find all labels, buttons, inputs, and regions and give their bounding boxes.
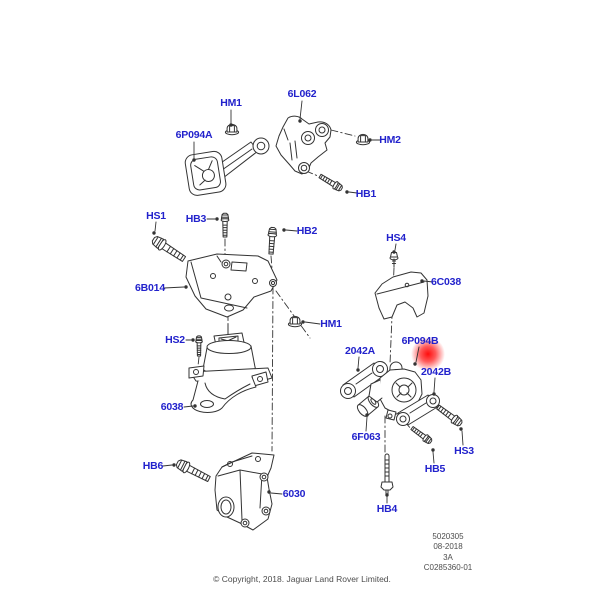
drawing-part-6p094a-torque-rod bbox=[184, 138, 269, 197]
callout-hs1[interactable]: HS1 bbox=[146, 210, 166, 222]
callout-hm1-top[interactable]: HM1 bbox=[220, 97, 242, 109]
drawing-reference-block: 5020305 08-2018 3A C0285360-01 bbox=[424, 532, 472, 574]
drawing-bolt-hb3 bbox=[220, 212, 230, 238]
callout-6030[interactable]: 6030 bbox=[282, 488, 306, 500]
drawing-part-6b014-plate bbox=[186, 254, 277, 317]
callout-6b014[interactable]: 6B014 bbox=[135, 282, 165, 294]
drawing-bolt-hs1 bbox=[149, 233, 188, 265]
drawing-screw-hs4 bbox=[390, 253, 398, 268]
callout-hb6[interactable]: HB6 bbox=[142, 460, 164, 472]
drawing-part-6p094b-mount bbox=[369, 362, 422, 420]
callout-6f063[interactable]: 6F063 bbox=[351, 431, 381, 443]
callout-2042b[interactable]: 2042B bbox=[421, 366, 451, 378]
callout-hs3[interactable]: HS3 bbox=[454, 445, 474, 457]
callout-hm1-mid[interactable]: HM1 bbox=[320, 318, 342, 330]
drawing-bolt-hs2 bbox=[195, 335, 203, 357]
callout-6p094b[interactable]: 6P094B bbox=[401, 335, 439, 347]
callout-6l062[interactable]: 6L062 bbox=[287, 88, 317, 100]
drawing-bolt-hb1 bbox=[317, 172, 345, 193]
callout-hb3[interactable]: HB3 bbox=[185, 213, 207, 225]
doc-number: 5020305 bbox=[432, 532, 464, 541]
drawing-ref: C0285360-01 bbox=[423, 563, 473, 573]
callout-hs2[interactable]: HS2 bbox=[165, 334, 185, 346]
callout-6038[interactable]: 6038 bbox=[160, 401, 184, 413]
callout-hm2[interactable]: HM2 bbox=[379, 134, 401, 146]
drawing-nut-hm1-mid bbox=[287, 315, 303, 328]
drawing-part-6l062-bracket bbox=[276, 116, 331, 174]
callout-hb1[interactable]: HB1 bbox=[355, 188, 377, 200]
leader-lines bbox=[152, 101, 463, 503]
drawing-bolt-hb2 bbox=[266, 226, 278, 255]
drawing-part-2042b-plate bbox=[397, 395, 440, 426]
drawing-part-6038-mount bbox=[189, 324, 272, 412]
drawing-nut-hm2 bbox=[355, 133, 371, 146]
copyright-notice: © Copyright, 2018. Jaguar Land Rover Lim… bbox=[213, 574, 391, 584]
drawing-stud-hb4 bbox=[381, 454, 393, 494]
drawing-part-6c038-shield bbox=[375, 272, 428, 319]
drawing-bolt-hs3 bbox=[434, 402, 465, 429]
doc-date: 08-2018 bbox=[433, 542, 463, 552]
drawing-part-6030-bracket bbox=[215, 453, 274, 530]
highlight-marker-6p094b bbox=[411, 337, 445, 371]
callout-hb4[interactable]: HB4 bbox=[376, 503, 398, 515]
drawing-bolt-hb6 bbox=[174, 457, 213, 485]
callout-6c038[interactable]: 6C038 bbox=[431, 276, 461, 288]
sheet-code: 3A bbox=[443, 552, 453, 562]
drawing-bolt-hb5 bbox=[409, 424, 434, 446]
drawing-part-2042a-link bbox=[341, 362, 388, 399]
callout-hs4[interactable]: HS4 bbox=[386, 232, 406, 244]
callout-hb2[interactable]: HB2 bbox=[296, 225, 318, 237]
callout-6p094a[interactable]: 6P094A bbox=[175, 129, 213, 141]
callout-2042a[interactable]: 2042A bbox=[345, 345, 375, 357]
callout-hb5[interactable]: HB5 bbox=[424, 463, 446, 475]
